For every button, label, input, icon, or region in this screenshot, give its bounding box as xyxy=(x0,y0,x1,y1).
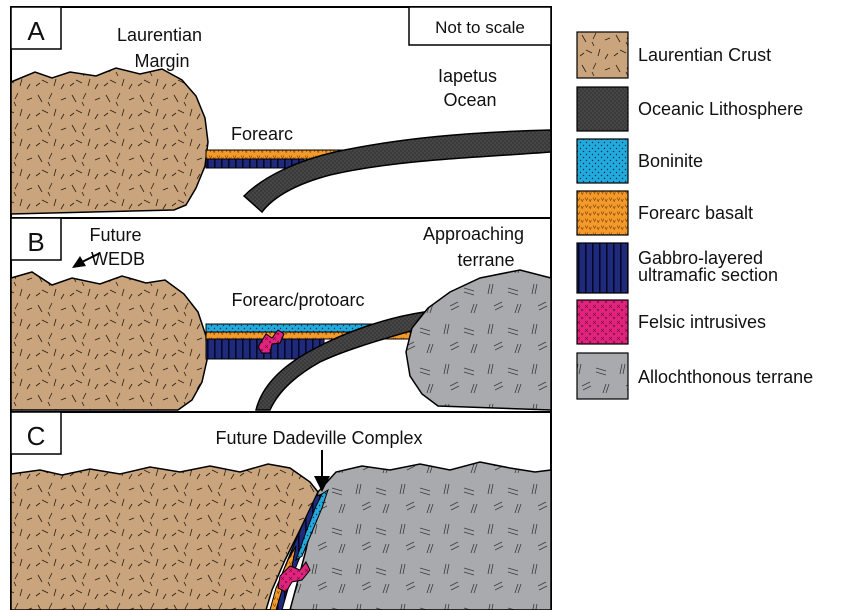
legend: Laurentian Crust Oceanic Lithosphere Bon… xyxy=(577,32,813,399)
legend-label: Felsic intrusives xyxy=(638,312,766,332)
laurentian-margin-label: Laurentian Margin xyxy=(117,25,207,71)
forearc-protoarc-label: Forearc/protoarc xyxy=(231,290,364,310)
legend-swatch-gabbro xyxy=(577,243,628,293)
panel-b-approaching-terrane xyxy=(406,270,551,410)
legend-item-laurentian-crust: Laurentian Crust xyxy=(577,32,771,78)
panel-a-laurentian-crust xyxy=(11,68,208,214)
panel-b: B Future WEDB Approaching terrane Forear… xyxy=(11,218,551,410)
legend-swatch-crust xyxy=(577,32,628,78)
legend-label: Boninite xyxy=(638,151,703,171)
legend-label: Laurentian Crust xyxy=(638,45,771,65)
legend-label: Oceanic Lithosphere xyxy=(638,99,803,119)
future-dadeville-label: Future Dadeville Complex xyxy=(215,428,422,448)
panel-c-letter: C xyxy=(27,421,46,451)
iapetus-ocean-label: Iapetus Ocean xyxy=(438,66,502,110)
legend-item-oceanic-lithosphere: Oceanic Lithosphere xyxy=(577,87,803,131)
approaching-terrane-label: Approaching terrane xyxy=(423,224,529,270)
legend-swatch-terrane xyxy=(577,353,628,399)
panel-a-letter: A xyxy=(27,16,45,46)
scale-note: Not to scale xyxy=(435,18,525,37)
panel-b-laurentian-crust xyxy=(11,272,207,410)
legend-swatch-boninite xyxy=(577,139,628,183)
panel-c-laurentian-crust xyxy=(11,464,318,610)
legend-item-felsic-intrusives: Felsic intrusives xyxy=(577,300,766,344)
legend-label: Gabbro-layered ultramafic section xyxy=(638,248,778,285)
panel-b-letter: B xyxy=(27,227,44,257)
panel-a: A Not to scale Laurentian Margin Iapetus… xyxy=(11,7,551,214)
panel-a-forearc-label: Forearc xyxy=(231,124,293,144)
panel-c: C Future Dadeville Complex xyxy=(11,412,551,610)
legend-label: Allochthonous terrane xyxy=(638,367,813,387)
legend-swatch-basalt xyxy=(577,191,628,235)
legend-item-forearc-basalt: Forearc basalt xyxy=(577,191,753,235)
future-wedb-label: Future WEDB xyxy=(89,225,146,269)
legend-swatch-felsic xyxy=(577,300,628,344)
legend-swatch-oceanic xyxy=(577,87,628,131)
legend-label: Forearc basalt xyxy=(638,203,753,223)
panel-c-allochthonous-terrane xyxy=(290,462,551,610)
legend-item-allochthonous-terrane: Allochthonous terrane xyxy=(577,353,813,399)
legend-item-gabbro-ultramafic: Gabbro-layered ultramafic section xyxy=(577,243,778,293)
legend-item-boninite: Boninite xyxy=(577,139,703,183)
